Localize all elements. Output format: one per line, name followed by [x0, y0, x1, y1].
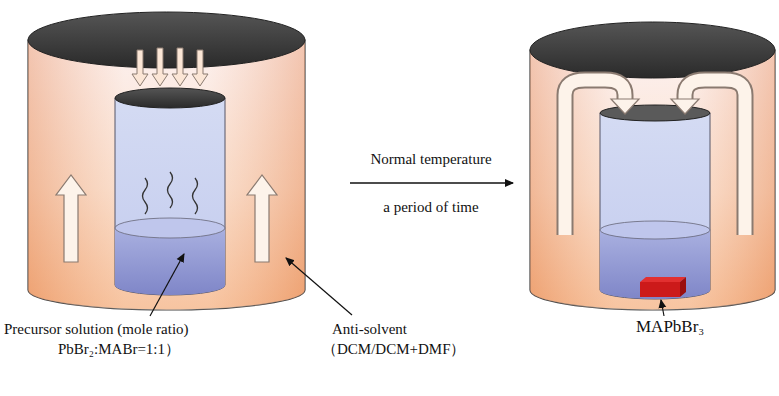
leader-line [286, 258, 352, 315]
callout-label: Precursor solution (mole ratio) [4, 320, 189, 338]
callout-label: PbBr₂:MABr=1:1） [58, 340, 180, 358]
leader-line [150, 254, 184, 316]
vial [600, 105, 710, 299]
crystal [640, 277, 686, 297]
product-label: MAPbBr₃ [636, 318, 704, 336]
vapor-arrow [132, 48, 208, 86]
right-beaker [530, 22, 775, 310]
process-condition: a period of time [383, 198, 478, 216]
wavy-line [143, 172, 198, 214]
callout-label: （DCM/DCM+DMF） [322, 340, 466, 358]
process-condition: Normal temperature [370, 150, 491, 168]
process-arrow [350, 182, 513, 184]
vapor-arrow [565, 80, 745, 235]
vial [115, 88, 225, 295]
left-beaker [28, 12, 305, 310]
callout-label: Anti-solvent [332, 320, 407, 338]
leader-line [661, 300, 664, 316]
